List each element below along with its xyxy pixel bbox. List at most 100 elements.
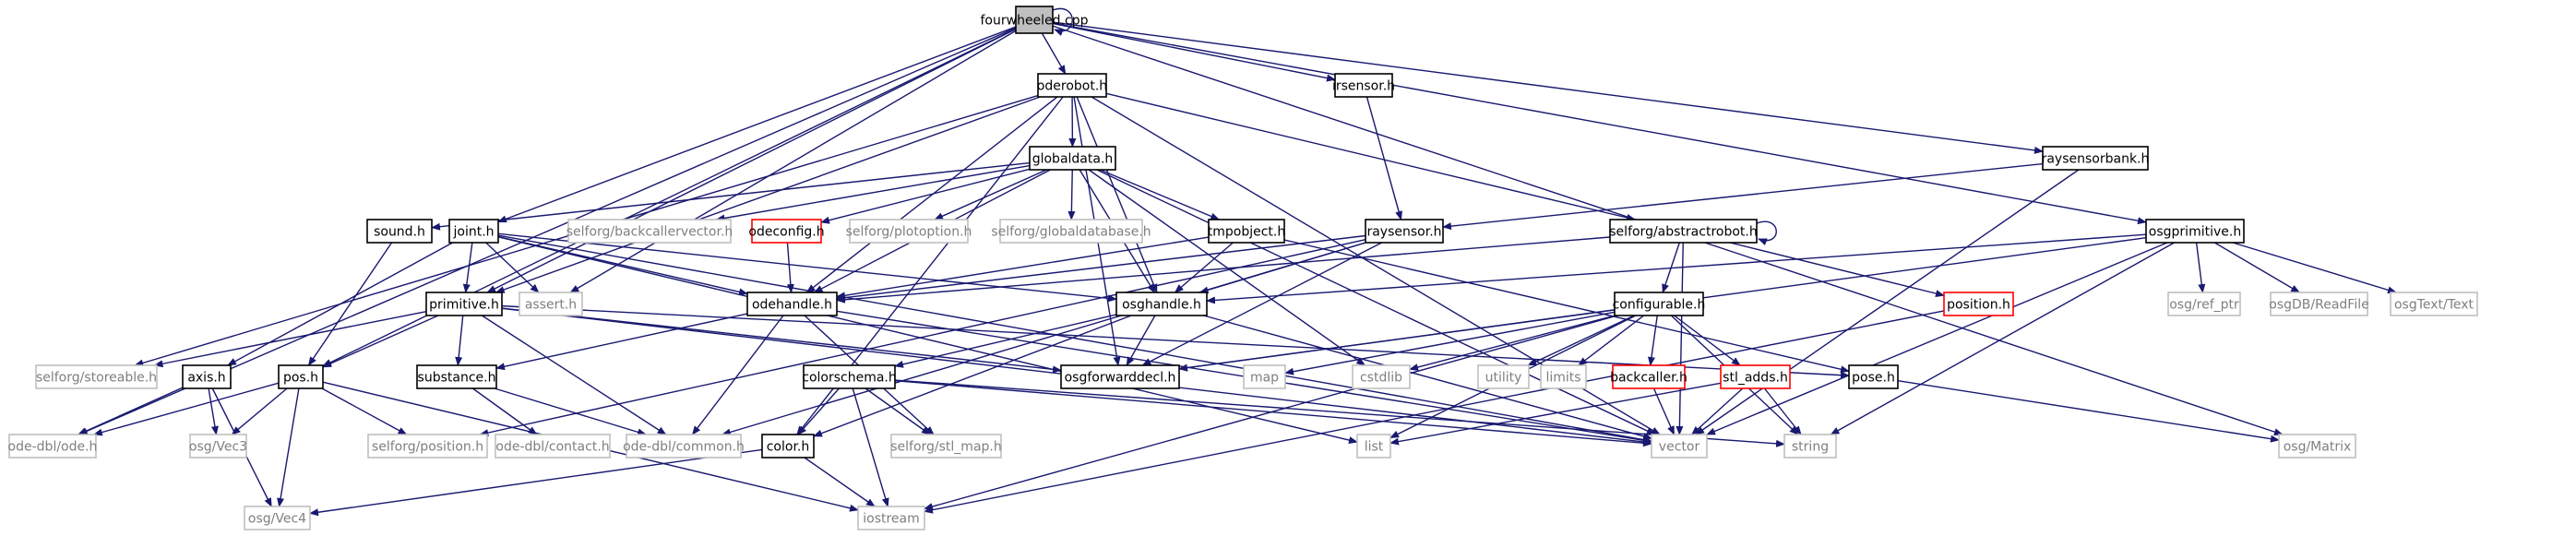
node-configurable[interactable]: configurable.h	[1613, 292, 1706, 316]
node-vec3[interactable]: osg/Vec3	[189, 434, 247, 459]
node-osgtext[interactable]: osgText/Text	[2390, 292, 2478, 316]
edge-pos-to-selfposition	[321, 387, 408, 435]
node-globaldatabase[interactable]: selforg/globaldatabase.h	[991, 219, 1151, 244]
node-odeconfig[interactable]: odeconfig.h	[748, 219, 825, 244]
edge-abstractrobot-to-position	[1729, 242, 1945, 297]
edge-abstractrobot-to-abstractrobot	[1756, 220, 1777, 245]
node-joint[interactable]: joint.h	[448, 219, 499, 244]
node-label-matrix: osg/Matrix	[2284, 440, 2352, 455]
node-limits[interactable]: limits	[1540, 364, 1587, 389]
node-sound[interactable]: sound.h	[366, 219, 433, 244]
node-common[interactable]: ode-dbl/common.h	[623, 434, 745, 459]
node-axis[interactable]: axis.h	[182, 364, 232, 389]
node-substance[interactable]: substance.h	[416, 364, 497, 389]
edge-joint-to-vector	[497, 234, 1652, 444]
node-label-iostream: iostream	[863, 512, 920, 527]
edge-fourwheeled-to-primitive	[486, 28, 1017, 293]
node-iostream[interactable]: iostream	[857, 506, 925, 530]
node-label-osgprimitive: osgprimitive.h	[2149, 225, 2241, 240]
edge-stl_adds-to-string	[1763, 387, 1802, 435]
edge-substance-to-common	[494, 387, 647, 436]
node-box-cstdlib	[1352, 364, 1411, 389]
node-colorschema[interactable]: colorschema.h	[802, 364, 897, 389]
node-box-configurable	[1614, 292, 1704, 316]
node-backcaller[interactable]: backcaller.h	[1610, 364, 1688, 389]
node-box-primitive	[425, 292, 503, 316]
node-label-common: ode-dbl/common.h	[623, 440, 745, 455]
node-label-list: list	[1365, 440, 1384, 455]
node-ref_ptr[interactable]: osg/ref_ptr	[2167, 292, 2241, 316]
node-primitive[interactable]: primitive.h	[425, 292, 503, 316]
node-box-plotoption	[849, 219, 969, 244]
node-map[interactable]: map	[1243, 364, 1286, 389]
node-string[interactable]: string	[1783, 434, 1837, 459]
node-osgforwarddecl[interactable]: osgforwarddecl.h	[1060, 364, 1180, 389]
node-osgprimitive[interactable]: osgprimitive.h	[2145, 219, 2245, 244]
node-pos[interactable]: pos.h	[278, 364, 324, 389]
node-selfposition[interactable]: selforg/position.h	[367, 434, 488, 459]
node-box-vector	[1651, 434, 1708, 459]
node-globaldata[interactable]: globaldata.h	[1029, 146, 1116, 171]
node-label-axis: axis.h	[187, 371, 225, 386]
node-storeable[interactable]: selforg/storeable.h	[35, 364, 158, 389]
node-box-ref_ptr	[2167, 292, 2241, 316]
node-cstdlib[interactable]: cstdlib	[1352, 364, 1411, 389]
node-raysensor[interactable]: raysensor.h	[1365, 219, 1444, 244]
node-label-pos: pos.h	[283, 371, 318, 386]
edge-raysensorbank-to-raysensor	[1442, 162, 2044, 231]
node-label-cstdlib: cstdlib	[1360, 371, 1402, 386]
node-box-backcaller	[1612, 364, 1686, 389]
node-box-utility	[1477, 364, 1530, 389]
node-box-raysensor	[1365, 219, 1444, 244]
node-vec4[interactable]: osg/Vec4	[244, 506, 311, 530]
edge-pos-to-vec4	[277, 387, 300, 507]
node-label-utility: utility	[1485, 371, 1522, 386]
node-box-joint	[448, 219, 499, 244]
node-readfile[interactable]: osgDB/ReadFile	[2269, 292, 2369, 316]
node-box-odehandle	[746, 292, 838, 316]
edge-globaldata-to-sound	[431, 161, 1031, 231]
edge-globaldata-to-vector	[1096, 169, 1656, 435]
node-fourwheeled[interactable]: fourwheeled.cpp	[981, 6, 1089, 34]
node-oderobot[interactable]: oderobot.h	[1037, 73, 1107, 98]
node-box-vec3	[189, 434, 247, 459]
node-matrix[interactable]: osg/Matrix	[2278, 434, 2356, 459]
node-stl_map[interactable]: selforg/stl_map.h	[890, 434, 1002, 459]
node-label-vec3: osg/Vec3	[189, 440, 247, 455]
edge-axis-to-odeh	[77, 387, 184, 435]
node-label-stl_map: selforg/stl_map.h	[890, 440, 1002, 455]
node-plotoption[interactable]: selforg/plotoption.h	[846, 219, 972, 244]
node-label-position: position.h	[1947, 298, 2010, 313]
node-label-odeconfig: odeconfig.h	[748, 225, 824, 240]
node-utility[interactable]: utility	[1477, 364, 1530, 389]
edge-odehandle-to-common	[691, 315, 784, 435]
node-stl_adds[interactable]: stl_adds.h	[1720, 364, 1791, 389]
node-label-color: color.h	[767, 440, 810, 455]
node-box-assert	[519, 292, 583, 316]
node-label-backcallervector: selforg/backcallervector.h	[566, 225, 733, 240]
node-position[interactable]: position.h	[1943, 292, 2014, 316]
node-vector[interactable]: vector	[1651, 434, 1708, 459]
edge-configurable-to-backcaller	[1648, 315, 1658, 366]
edge-globaldata-to-cstdlib	[1088, 169, 1366, 366]
node-contact[interactable]: ode-dbl/contact.h	[495, 434, 611, 459]
node-odehandle[interactable]: odehandle.h	[746, 292, 838, 316]
node-irsensor[interactable]: irsensor.h	[1332, 73, 1395, 98]
node-tmpobject[interactable]: tmpobject.h	[1208, 219, 1285, 244]
edge-colorschema-to-color	[797, 387, 840, 435]
node-raysensorbank[interactable]: raysensorbank.h	[2042, 146, 2150, 171]
node-odeh[interactable]: ode-dbl/ode.h	[8, 434, 98, 459]
node-list[interactable]: list	[1356, 434, 1391, 459]
node-pose[interactable]: pose.h	[1848, 364, 1899, 389]
node-color[interactable]: color.h	[761, 434, 815, 459]
node-box-position	[1943, 292, 2014, 316]
node-box-axis	[182, 364, 232, 389]
node-backcallervector[interactable]: selforg/backcallervector.h	[566, 219, 733, 244]
node-osghandle[interactable]: osghandle.h	[1115, 292, 1208, 316]
edge-primitive-to-storeable	[153, 310, 427, 368]
edge-abstractrobot-to-configurable	[1662, 242, 1680, 293]
node-abstractrobot[interactable]: selforg/abstractrobot.h	[1609, 219, 1758, 244]
node-assert[interactable]: assert.h	[519, 292, 583, 316]
edge-osgprimitive-to-ref_ptr	[2195, 242, 2206, 293]
edge-primitive-to-pos	[322, 315, 439, 368]
